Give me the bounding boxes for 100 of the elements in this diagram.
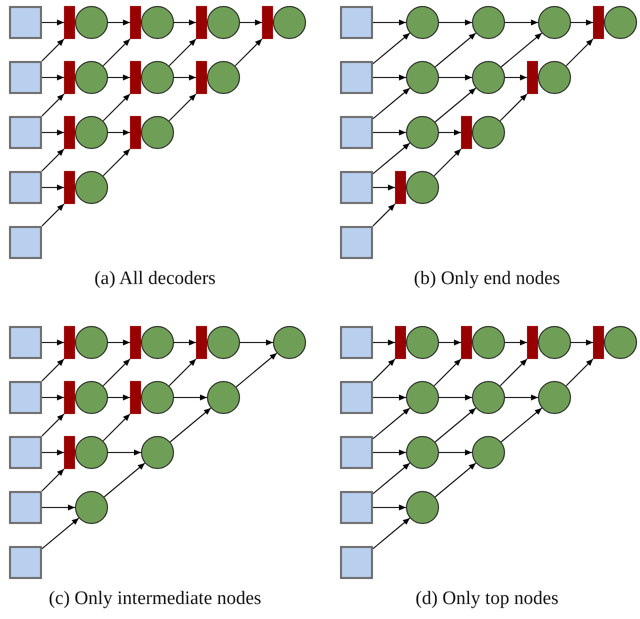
arrow — [108, 394, 130, 400]
arrow — [168, 94, 196, 122]
arrow — [104, 462, 146, 498]
square-node — [9, 116, 42, 149]
arrow — [434, 88, 476, 122]
circle-node — [141, 116, 174, 149]
square-node — [9, 436, 42, 469]
caption: (d) Only top nodes — [416, 588, 558, 610]
arrow — [438, 394, 472, 400]
decoder-bar — [64, 436, 75, 469]
arrow — [42, 450, 64, 456]
arrow — [372, 184, 396, 190]
arrow — [372, 142, 410, 174]
arrow — [102, 38, 130, 66]
arrow — [108, 74, 130, 80]
arrow — [42, 204, 64, 226]
decoder-bar — [64, 116, 75, 149]
arrow — [108, 130, 130, 136]
circle-node — [406, 116, 439, 149]
arrow — [372, 394, 406, 400]
circle-node — [207, 381, 240, 414]
decoder-bar — [196, 6, 207, 39]
circle-node — [406, 491, 439, 524]
arrow — [372, 518, 410, 550]
circle-node — [141, 61, 174, 94]
circle-node — [207, 61, 240, 94]
arrow — [438, 450, 472, 456]
arrow — [102, 94, 130, 122]
square-node — [9, 491, 42, 524]
circle-node — [472, 116, 505, 149]
circle-node — [75, 436, 108, 469]
arrow — [566, 358, 594, 386]
circle-node — [207, 6, 240, 39]
circle-node — [406, 436, 439, 469]
decoder-bar — [130, 61, 141, 94]
arrow — [234, 38, 262, 66]
square-node — [9, 326, 42, 359]
arrow — [500, 94, 528, 122]
square-node — [9, 61, 42, 94]
arrow — [372, 88, 410, 120]
arrow — [236, 352, 278, 388]
circle-node — [141, 6, 174, 39]
arrow — [102, 414, 130, 442]
square-node — [9, 226, 42, 259]
arrow — [372, 340, 396, 346]
square-node — [9, 171, 42, 204]
arrow — [438, 340, 462, 346]
arrow — [434, 408, 476, 442]
square-node — [340, 226, 373, 259]
circle-node — [406, 381, 439, 414]
decoder-bar — [64, 61, 75, 94]
arrow — [504, 20, 538, 26]
square-node — [340, 436, 373, 469]
square-node — [340, 6, 373, 39]
arrow — [434, 462, 476, 498]
arrow — [102, 358, 130, 386]
arrow — [42, 20, 64, 26]
arrow — [372, 504, 406, 510]
arrow — [372, 74, 406, 80]
square-node — [340, 171, 373, 204]
circle-node — [604, 326, 637, 359]
square-node — [340, 61, 373, 94]
circle-node — [604, 6, 637, 39]
arrow — [42, 184, 64, 190]
arrow — [42, 358, 64, 382]
circle-node — [207, 326, 240, 359]
arrow — [42, 394, 64, 400]
decoder-bar — [461, 326, 472, 359]
arrow — [240, 340, 274, 346]
arrow — [570, 340, 594, 346]
square-node — [9, 6, 42, 39]
decoder-bar — [196, 61, 207, 94]
arrow — [434, 148, 462, 176]
decoder-bar — [64, 171, 75, 204]
arrow — [372, 130, 406, 136]
decoder-bar — [196, 326, 207, 359]
square-node — [340, 546, 373, 579]
arrow — [566, 38, 594, 66]
circle-node — [472, 326, 505, 359]
arrow — [372, 204, 396, 226]
arrow — [438, 20, 472, 26]
circle-node — [538, 326, 571, 359]
circle-node — [406, 171, 439, 204]
square-node — [9, 381, 42, 414]
arrow — [42, 94, 64, 116]
decoder-bar — [130, 326, 141, 359]
arrow — [42, 148, 64, 172]
decoder-bar — [527, 326, 538, 359]
circle-node — [141, 436, 174, 469]
circle-node — [406, 61, 439, 94]
arrow — [372, 450, 406, 456]
square-node — [340, 326, 373, 359]
circle-node — [472, 381, 505, 414]
arrow — [500, 358, 528, 386]
caption: (b) Only end nodes — [414, 268, 560, 290]
decoder-bar — [64, 6, 75, 39]
arrow — [438, 130, 462, 136]
arrow — [504, 394, 538, 400]
arrow — [372, 20, 406, 26]
arrow — [168, 358, 196, 386]
